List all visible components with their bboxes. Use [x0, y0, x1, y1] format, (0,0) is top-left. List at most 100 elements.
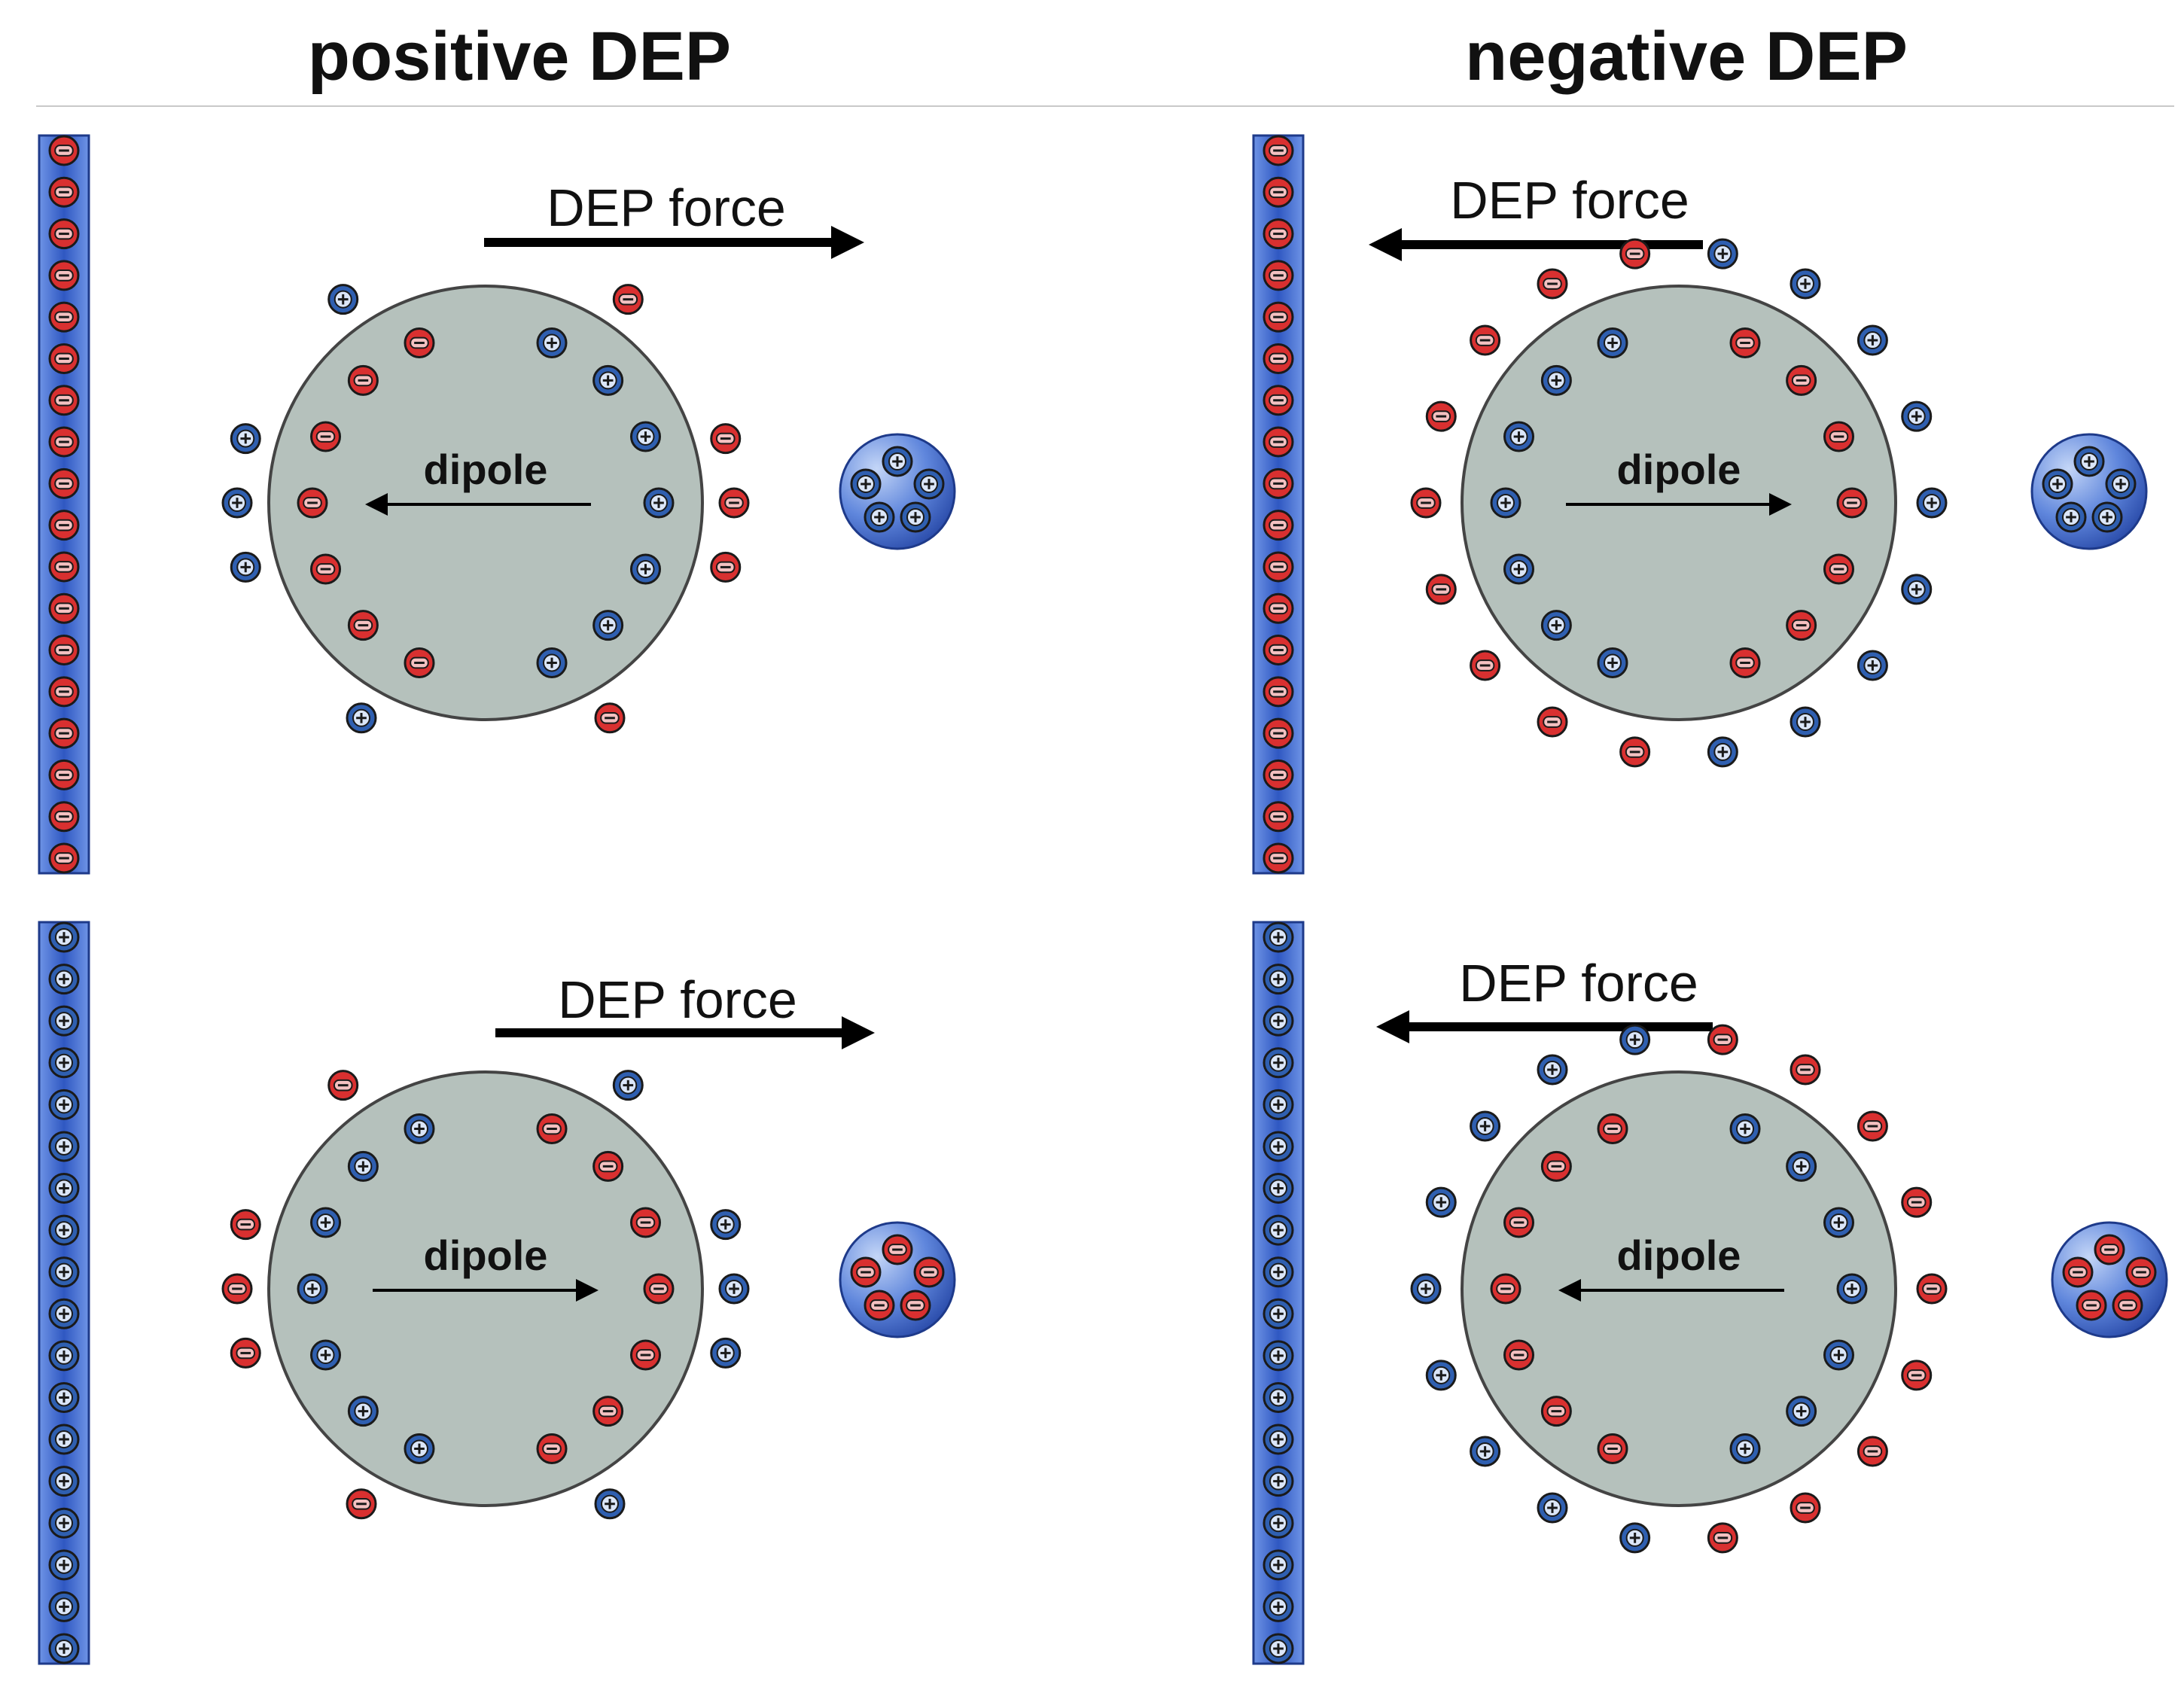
positive-charge: [1425, 1186, 1457, 1218]
negative-charge: [2112, 1290, 2143, 1321]
positive-charge: [850, 468, 882, 500]
positive-charge: [310, 1339, 342, 1371]
negative-charge: [1901, 1186, 1933, 1218]
electrode-pos-top: [38, 134, 90, 875]
positive-charge: [629, 553, 661, 585]
positive-charge: [1597, 327, 1628, 359]
positive-charge: [594, 1488, 626, 1520]
negative-charge: [48, 426, 80, 458]
positive-charge: [48, 1089, 80, 1120]
positive-charge: [48, 1424, 80, 1455]
positive-charge: [1263, 1466, 1294, 1497]
positive-charge: [1263, 1005, 1294, 1037]
negative-charge: [1786, 610, 1817, 641]
negative-charge: [710, 423, 742, 455]
dipole-label: dipole: [1617, 446, 1741, 493]
dipole-label: dipole: [1617, 1232, 1741, 1279]
positive-charge: [1263, 1340, 1294, 1372]
electrode-neg-top: [1252, 134, 1305, 875]
positive-charge: [1263, 1591, 1294, 1622]
negative-charge: [629, 1339, 661, 1371]
negative-charge: [1537, 268, 1568, 300]
negative-charge: [230, 1337, 261, 1369]
positive-charge: [1619, 1024, 1651, 1055]
negative-charge: [221, 1273, 253, 1305]
positive-charge: [48, 1466, 80, 1497]
positive-charge: [404, 1433, 435, 1464]
large-particle: [221, 1070, 750, 1520]
positive-charge: [2091, 501, 2123, 533]
negative-charge: [48, 592, 80, 624]
small-particle: [2030, 433, 2148, 550]
positive-charge: [48, 1591, 80, 1622]
positive-charge: [1263, 1549, 1294, 1581]
negative-charge: [48, 176, 80, 208]
negative-charge: [310, 421, 342, 452]
dep-force-arrow: [495, 1016, 875, 1049]
negative-charge: [1597, 1433, 1628, 1464]
positive-charge: [592, 610, 624, 641]
positive-charge: [297, 1273, 328, 1305]
positive-charge: [1901, 574, 1933, 605]
negative-charge: [48, 510, 80, 541]
negative-charge: [48, 218, 80, 250]
negative-charge: [48, 676, 80, 708]
positive-charge: [230, 423, 261, 455]
negative-charge: [1263, 467, 1294, 499]
positive-charge: [221, 487, 253, 519]
dep-force-label: DEP force: [558, 970, 797, 1029]
negative-charge: [1916, 1273, 1948, 1305]
positive-charge: [48, 921, 80, 953]
negative-charge: [1619, 736, 1651, 768]
positive-charge: [1263, 1381, 1294, 1413]
negative-charge: [1263, 635, 1294, 666]
negative-charge: [594, 702, 626, 734]
negative-charge: [1786, 364, 1817, 396]
negative-charge: [1540, 1396, 1572, 1427]
positive-charge: [346, 702, 377, 734]
positive-charge: [48, 1173, 80, 1204]
electrode-neg-bottom: [1252, 921, 1305, 1665]
negative-charge: [900, 1290, 931, 1321]
negative-charge: [643, 1273, 675, 1305]
small-particle: [839, 433, 956, 550]
small-particle: [2051, 1221, 2168, 1338]
dipole-label: dipole: [424, 446, 548, 493]
large-particle: [221, 284, 750, 734]
positive-charge: [882, 446, 913, 477]
positive-charge: [48, 1005, 80, 1037]
negative-charge: [230, 1209, 261, 1241]
dipole-arrow: [1566, 493, 1792, 516]
positive-charge: [710, 1209, 742, 1241]
heading-divider: [36, 105, 2174, 107]
positive-charge: [1263, 1089, 1294, 1120]
small-particle: [839, 1221, 956, 1338]
positive-charge: [629, 421, 661, 452]
positive-charge: [1263, 1131, 1294, 1162]
positive-charge: [1823, 1339, 1854, 1371]
electrode-pos-bottom: [38, 921, 90, 1665]
negative-charge: [310, 553, 342, 585]
positive-charge: [2073, 446, 2105, 477]
negative-charge: [48, 385, 80, 416]
negative-charge: [718, 487, 750, 519]
dep-force-label: DEP force: [1450, 171, 1689, 230]
negative-charge: [629, 1207, 661, 1238]
positive-charge: [1470, 1110, 1501, 1142]
negative-charge: [48, 759, 80, 790]
positive-charge: [612, 1070, 644, 1101]
negative-charge: [404, 647, 435, 678]
negative-charge: [1263, 301, 1294, 333]
negative-charge: [48, 801, 80, 833]
positive-charge: [2042, 468, 2073, 500]
negative-charge: [48, 551, 80, 583]
positive-charge: [48, 1298, 80, 1329]
positive-charge: [1503, 421, 1535, 452]
positive-charge: [1425, 1360, 1457, 1391]
negative-charge: [1263, 717, 1294, 749]
positive-charge: [404, 1113, 435, 1145]
positive-charge: [1263, 1507, 1294, 1539]
negative-charge: [1263, 260, 1294, 291]
negative-charge: [347, 610, 379, 641]
